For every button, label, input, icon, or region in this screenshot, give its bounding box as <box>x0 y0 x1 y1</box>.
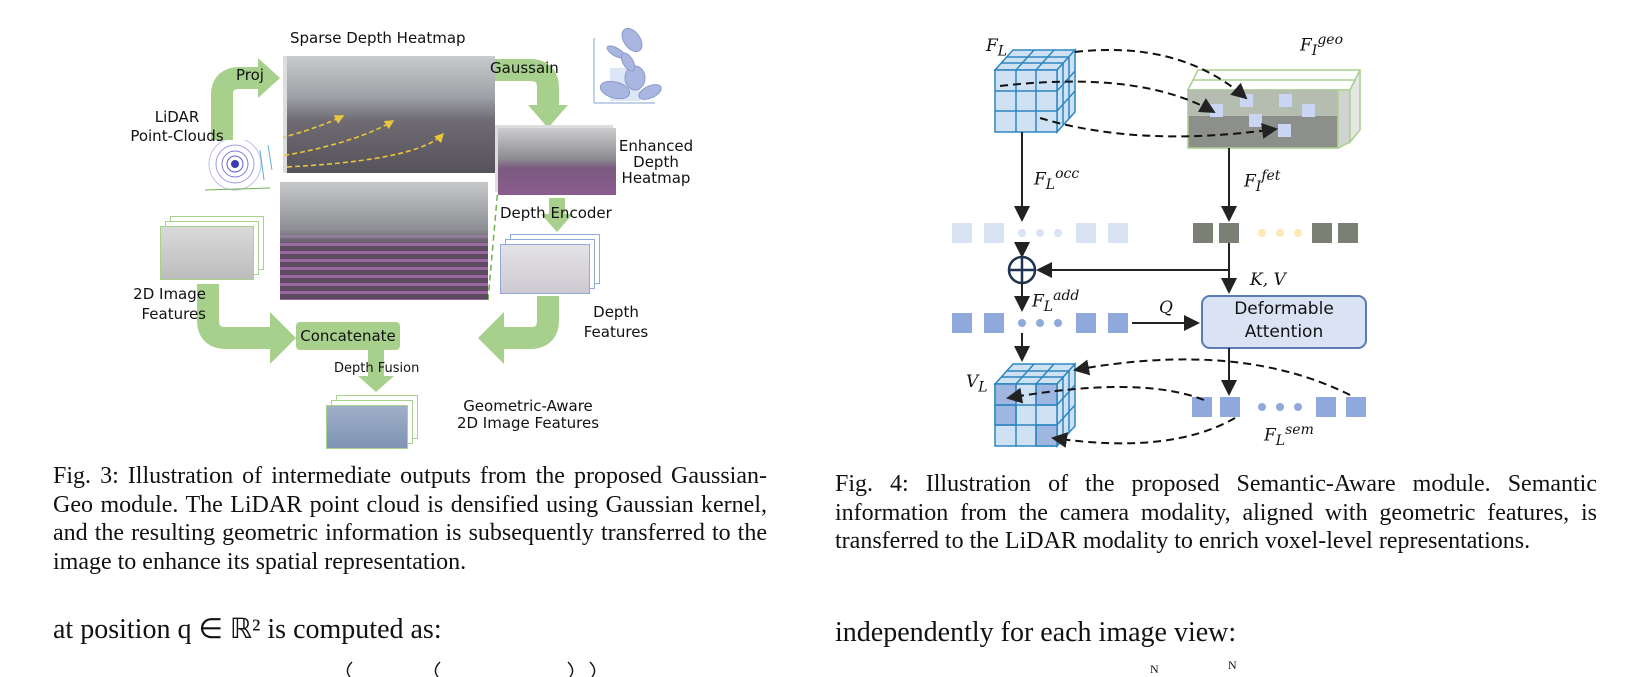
depth-fusion-label: Depth Fusion <box>334 361 420 376</box>
lidar-point-cloud-icon <box>204 140 273 191</box>
proj-label: Proj <box>236 66 264 84</box>
occupancy-token-row <box>952 223 1128 243</box>
add-operator-icon <box>1007 255 1037 285</box>
depth-encoder-label: Depth Encoder <box>500 204 612 222</box>
label-f-l-add: FLadd <box>1032 288 1080 316</box>
figure-4-caption: Fig. 4: Illustration of the proposed Sem… <box>835 471 1597 554</box>
image-features-label-line2: Features <box>141 305 207 323</box>
label-f-l: FL <box>986 36 1008 60</box>
geometric-aware-label-line1: Geometric-Aware <box>463 397 593 415</box>
lidar-label: LiDAR Point-Clouds <box>125 108 229 146</box>
lidar-label-line2: Point-Clouds <box>130 127 224 145</box>
enhanced-depth-heatmap-image <box>498 128 616 195</box>
figure-3: Concatenate Sparse Depth Heatmap Proj Ga… <box>0 0 800 460</box>
label-f-i-fet: FIfet <box>1244 168 1281 196</box>
projection-dashes <box>283 115 445 168</box>
label-k-v: K, V <box>1250 270 1286 290</box>
deformable-attention-box <box>1201 295 1367 349</box>
image-features-block <box>160 226 254 280</box>
label-f-l-occ: FLocc <box>1034 166 1080 194</box>
geometric-aware-features-block <box>326 405 408 449</box>
deformable-attention-label: Deformable Attention <box>1202 298 1366 344</box>
figure-3-caption: Fig. 3: Illustration of intermediate out… <box>53 463 767 575</box>
enhanced-depth-heatmap-label: Enhanced Depth Heatmap <box>616 138 696 186</box>
label-f-i-geo: FIgeo <box>1300 32 1344 60</box>
deformable-label-line1: Deformable <box>1234 299 1334 319</box>
deformable-label-line2: Attention <box>1244 322 1324 342</box>
enhanced-label-line1: Enhanced <box>618 137 694 155</box>
depth-features-label-line2: Features <box>583 323 649 341</box>
image-features-arrow <box>197 284 270 349</box>
label-v-l: VL <box>966 372 988 396</box>
enhanced-label-line2: Depth <box>633 153 679 171</box>
depth-features-label: Depth Features <box>574 302 658 342</box>
lidar-label-line1: LiDAR <box>154 108 200 126</box>
gaussain-label: Gaussain <box>490 59 559 77</box>
equation-fragment-left <box>346 661 596 677</box>
image-features-label-line1: 2D Image <box>133 285 206 303</box>
add-token-row <box>952 313 1128 333</box>
image-features-arrowhead <box>270 312 296 364</box>
semantic-token-row <box>1192 397 1366 417</box>
depth-overlay-image <box>280 182 488 300</box>
image-features-label: 2D Image Features <box>120 284 206 324</box>
lidar-voxel-cube-icon <box>993 48 1077 134</box>
gaussian-plot-icon <box>593 27 662 104</box>
sparse-depth-heatmap-image <box>283 56 495 173</box>
enhanced-label-line3: Heatmap <box>621 169 691 187</box>
depth-features-arrowhead <box>478 312 504 364</box>
figure-4-diagram <box>952 48 1367 448</box>
figure-3-diagram <box>197 27 662 392</box>
depth-encoder-arrowhead <box>541 214 573 232</box>
label-f-l-sem: FLsem <box>1264 422 1314 450</box>
proj-arrowhead <box>258 58 280 98</box>
concatenate-box: Concatenate <box>296 322 400 350</box>
gaussain-arrowhead <box>528 105 568 128</box>
image-feature-token-row <box>1193 223 1358 243</box>
concatenate-label: Concatenate <box>300 327 396 345</box>
geometric-aware-label-line2: 2D Image Features <box>456 414 600 432</box>
proj-arrow <box>211 67 258 140</box>
figure-4-body-text: independently for each image view: <box>835 617 1237 648</box>
semantic-voxel-cube-icon <box>993 362 1077 448</box>
depth-fusion-arrowhead <box>358 376 394 392</box>
image-feature-block <box>1186 69 1362 150</box>
figure-3-body-text: at position q ∈ ℝ² is computed as: <box>53 614 442 645</box>
depth-features-block <box>500 244 590 294</box>
geometric-aware-label: Geometric-Aware 2D Image Features <box>440 398 616 432</box>
sparse-depth-heatmap-label: Sparse Depth Heatmap <box>290 29 466 47</box>
depth-features-arrow <box>504 296 559 349</box>
label-q: Q <box>1159 298 1173 318</box>
gaussain-arrow <box>490 59 559 105</box>
depth-features-label-line1: Depth <box>593 303 639 321</box>
